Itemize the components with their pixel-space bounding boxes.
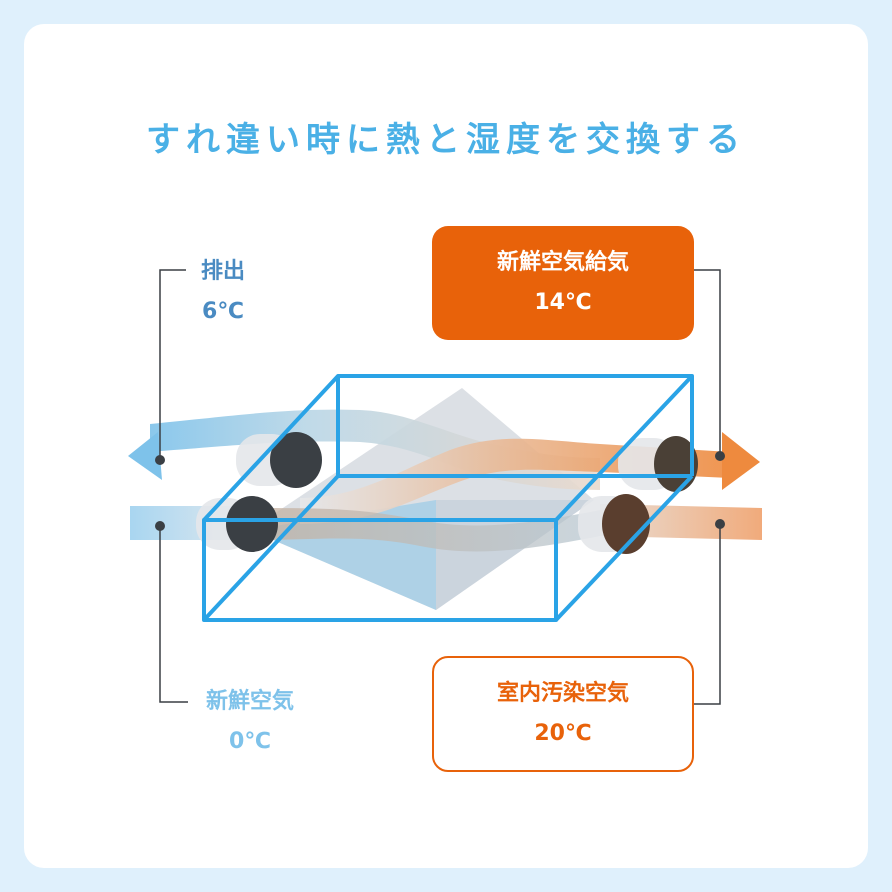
duct-port-bottom-right	[578, 494, 650, 554]
supply-name: 新鮮空気給気	[496, 250, 629, 275]
leader-line-fresh	[159, 526, 188, 703]
duct-port-bottom-left	[196, 496, 278, 552]
supply-arrowhead	[722, 432, 760, 490]
indoor-air-label: 室内汚染空気 20℃	[432, 656, 694, 772]
leader-line-supply	[694, 269, 721, 456]
fresh-air-name: 新鮮空気	[205, 689, 294, 714]
supply-label: 新鮮空気給気 14℃	[432, 226, 694, 340]
fresh-air-temp: 0℃	[229, 729, 271, 754]
exhaust-temp: 6℃	[202, 299, 244, 324]
diagram-title: すれ違い時に熱と湿度を交換する	[146, 120, 746, 160]
exchanger-box-outline	[202, 374, 694, 622]
exhaust-name: 排出	[200, 259, 245, 284]
leader-line-indoor	[694, 524, 721, 705]
fresh-air-label: 新鮮空気 0℃	[180, 682, 320, 762]
indoor-air-name: 室内汚染空気	[496, 681, 629, 706]
exhaust-arrowhead	[128, 432, 162, 480]
leader-dot-fresh	[155, 521, 165, 531]
duct-port-top-left	[236, 432, 322, 488]
supply-temp: 14℃	[534, 290, 592, 315]
indoor-air-temp: 20℃	[534, 721, 592, 746]
leader-dot-indoor	[715, 519, 725, 529]
leader-dot-exhaust	[155, 455, 165, 465]
leader-line-exhaust	[159, 269, 186, 460]
leader-dot-supply	[715, 451, 725, 461]
exhaust-label: 排出 6℃	[182, 252, 264, 332]
